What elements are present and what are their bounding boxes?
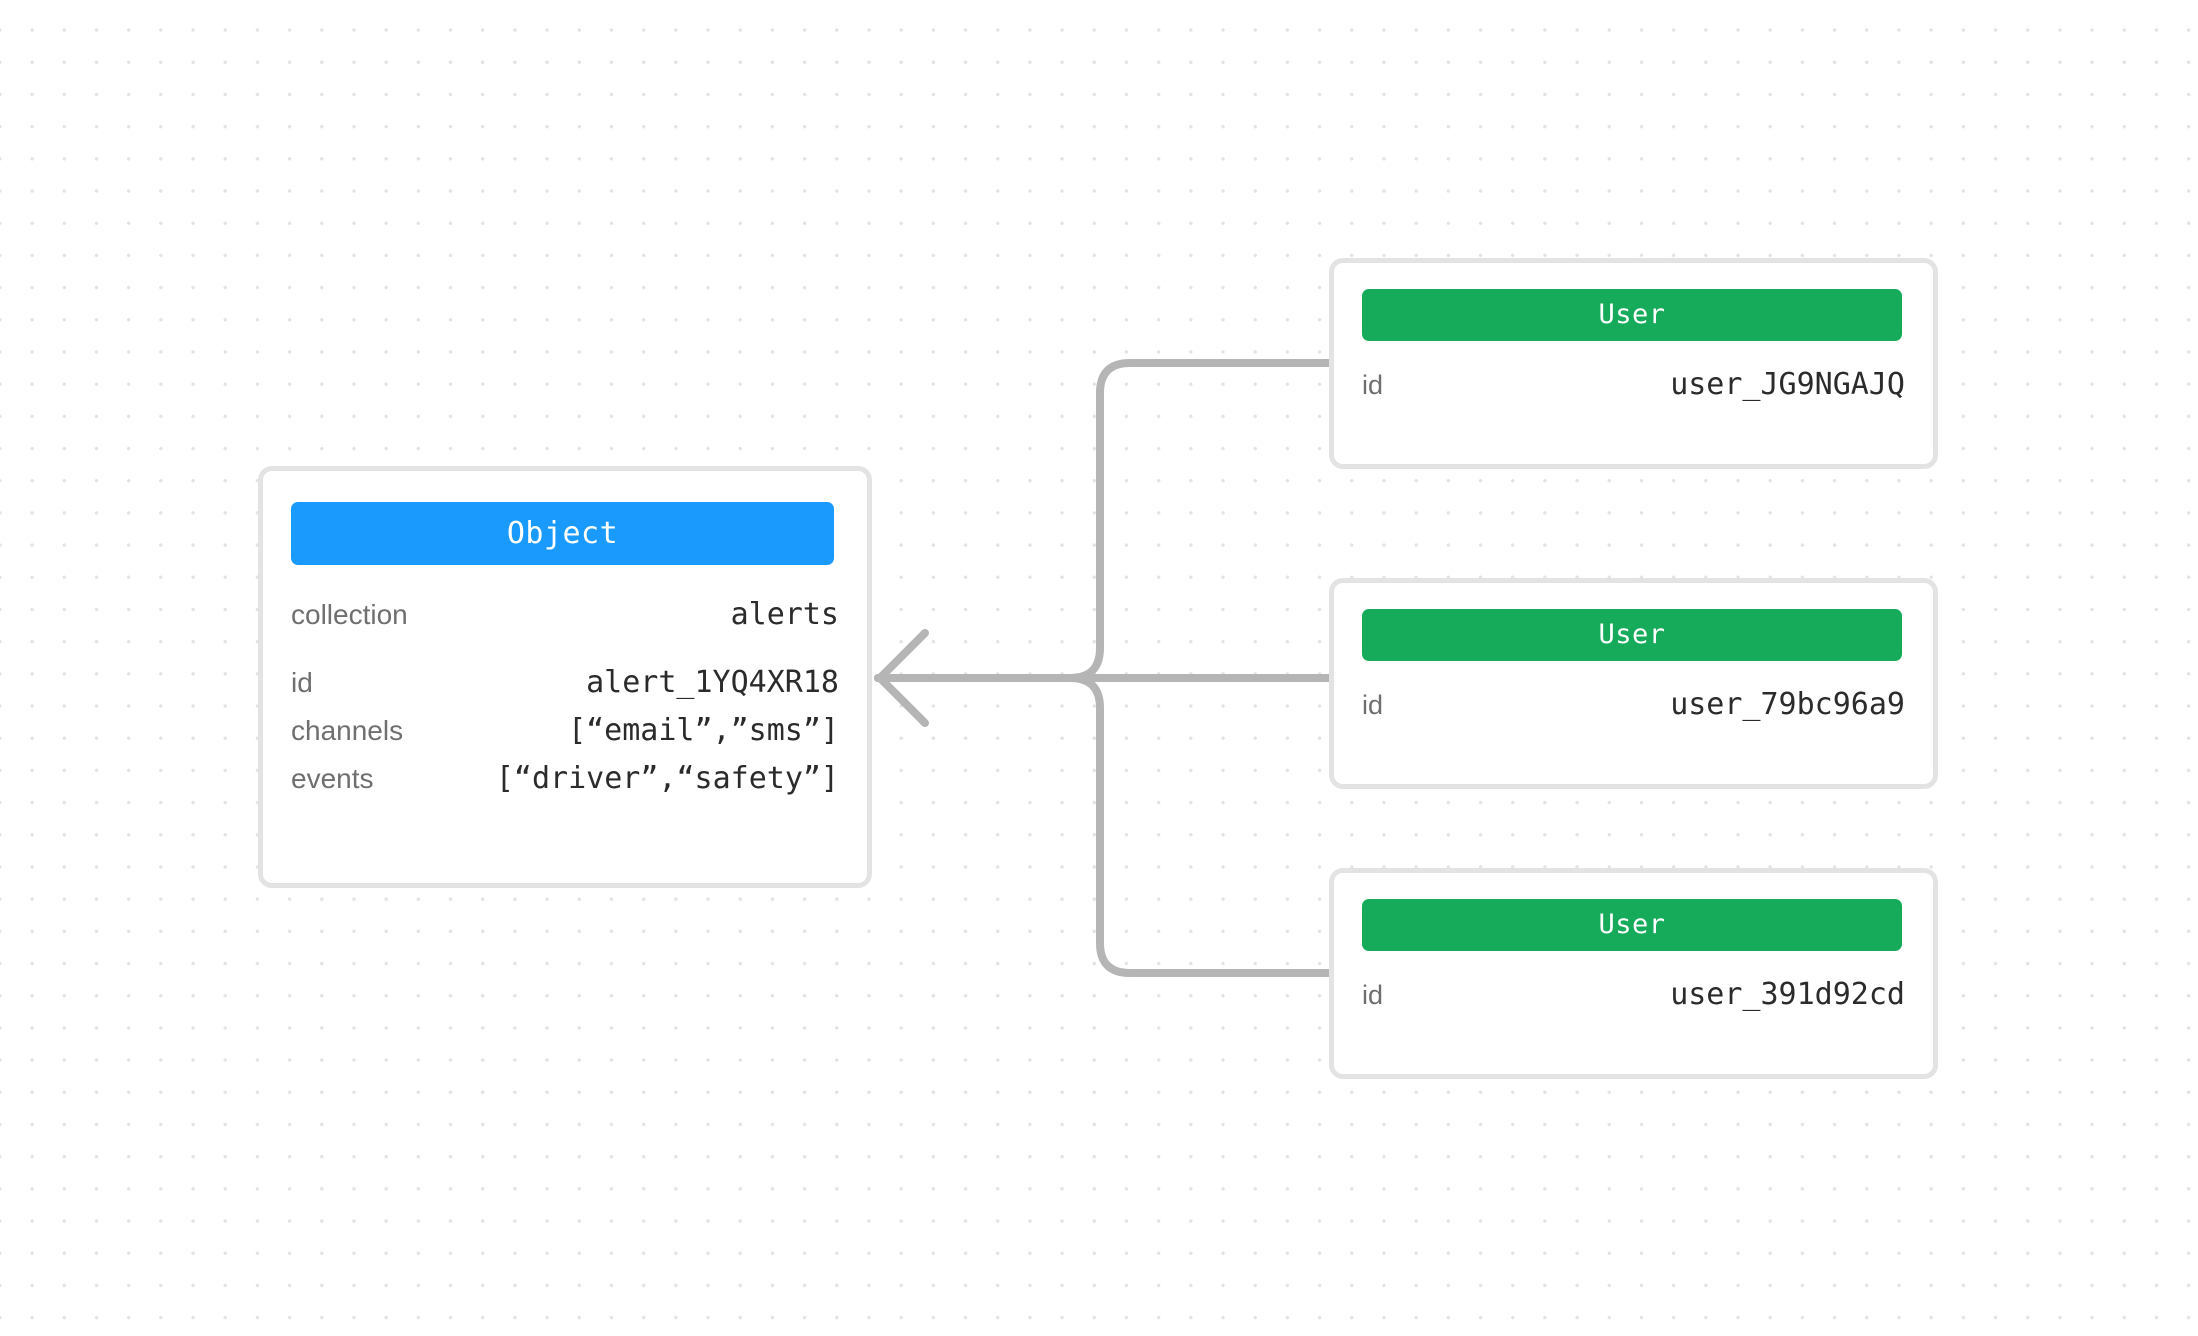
object-node-card[interactable]: Object collection alerts id alert_1YQ4XR… [258,466,872,888]
user-fields: id user_79bc96a9 [1362,687,1905,733]
field-row: id alert_1YQ4XR18 [291,665,839,713]
object-secondary-fields: id alert_1YQ4XR18 channels [“email”,”sms… [291,665,839,809]
user-fields: id user_JG9NGAJQ [1362,367,1905,413]
user-fields: id user_391d92cd [1362,977,1905,1023]
field-value: alert_1YQ4XR18 [586,665,839,700]
field-row: channels [“email”,”sms”] [291,713,839,761]
user-node-card[interactable]: User id user_391d92cd [1329,868,1938,1079]
field-value: [“email”,”sms”] [568,713,839,748]
field-key: id [1362,370,1384,400]
field-key: id [291,667,313,698]
user-node-card[interactable]: User id user_JG9NGAJQ [1329,258,1938,469]
field-value: alerts [730,597,839,632]
field-key: channels [291,715,404,746]
field-value: user_JG9NGAJQ [1670,367,1905,402]
field-key: id [1362,690,1384,720]
field-row: id user_391d92cd [1362,977,1905,1023]
field-key: collection [291,599,408,630]
edge-user-0-to-object [874,359,1333,682]
field-row: events [“driver”,“safety”] [291,761,839,809]
edge-arrowhead-icon [876,629,929,727]
field-value: user_391d92cd [1670,977,1905,1012]
field-row: collection alerts [291,597,839,645]
field-row: id user_79bc96a9 [1362,687,1905,733]
field-row: id user_JG9NGAJQ [1362,367,1905,413]
user-node-type-header: User [1362,609,1902,661]
object-node-type-header: Object [291,502,834,565]
user-node-type-header: User [1362,899,1902,951]
user-node-card[interactable]: User id user_79bc96a9 [1329,578,1938,789]
edge-user-2-to-object [874,674,1333,977]
user-node-type-header: User [1362,289,1902,341]
field-key: events [291,763,374,794]
field-value: user_79bc96a9 [1670,687,1905,722]
object-primary-fields: collection alerts [291,597,839,645]
field-key: id [1362,980,1384,1010]
field-value: [“driver”,“safety”] [495,761,839,796]
